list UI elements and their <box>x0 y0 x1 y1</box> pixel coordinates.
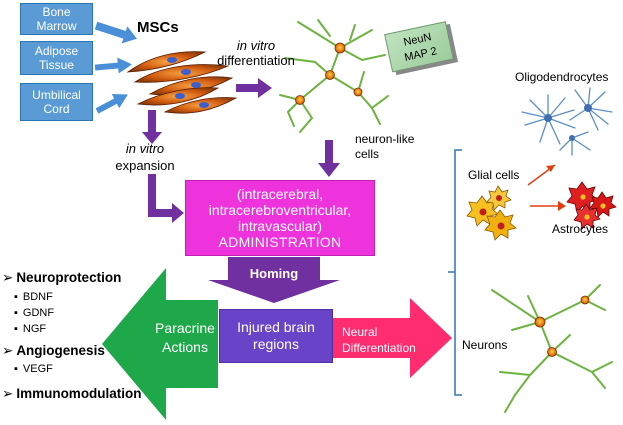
neuron-like-somas <box>295 42 363 105</box>
umbilical-line-1: Umbilical <box>32 88 81 102</box>
neun-map2-card: NeuN MAP 2 <box>384 21 458 76</box>
neural-differentiation-arrow <box>333 298 452 378</box>
oligodendrocytes-illustration <box>521 87 613 156</box>
neurons-label: Neurons <box>462 338 508 352</box>
neuron-like-to-admin-arrow <box>318 140 340 177</box>
vegf-item: VEGF <box>14 363 53 375</box>
mscs-label: MSCs <box>137 19 179 36</box>
expansion-arrow <box>142 110 162 144</box>
umbilical-cord-box: Umbilical Cord <box>20 83 93 121</box>
immunomodulation-heading: Immunomodulation <box>2 386 141 402</box>
marker-card-line-1: NeuN <box>403 31 433 49</box>
astrocytes-label: Astrocytes <box>552 222 609 236</box>
paracrine-arrow <box>102 268 218 420</box>
neural-diff-label-1: Neural <box>342 325 377 339</box>
in-vitro-differentiation-label: in vitro differentiation <box>200 38 312 68</box>
homing-arrow <box>208 257 340 303</box>
glial-cells-label: Glial cells <box>468 168 520 182</box>
neuron-like-line-2: cells <box>355 147 380 161</box>
msc-cell-cluster <box>126 51 238 114</box>
bone-marrow-line-2: Marrow <box>36 19 77 33</box>
source-arrows <box>94 21 137 114</box>
astrocytes-illustration <box>566 181 617 230</box>
in-vitro-diff-line-1: in vitro <box>236 38 276 53</box>
admin-line-1: (intracerebral, <box>236 186 324 202</box>
gdnf-item: GDNF <box>14 307 54 319</box>
neuron-like-line-1: neuron-like <box>355 132 415 146</box>
in-vitro-exp-line-1: in vitro <box>125 141 165 156</box>
bdnf-item: BDNF <box>14 291 53 303</box>
injured-line-1: Injured brain <box>237 319 315 335</box>
injured-brain-regions-box: Injured brain regions <box>219 309 333 363</box>
fate-bracket <box>448 149 462 396</box>
in-vitro-expansion-label: in vitro expansion <box>106 140 184 174</box>
paracrine-label-1: Paracrine <box>155 320 215 336</box>
umbilical-line-2: Cord <box>43 102 70 116</box>
oligodendrocytes-label: Oligodendrocytes <box>515 70 609 84</box>
admin-line-2: intracerebroventricular, <box>208 202 352 218</box>
in-vitro-exp-line-2: expansion <box>115 158 175 173</box>
injured-line-2: regions <box>253 336 299 352</box>
glial-cells-illustration <box>466 185 517 241</box>
paracrine-label-2: Actions <box>162 339 208 355</box>
neuroprotection-heading: Neuroprotection <box>2 270 121 286</box>
neuron-somas <box>534 295 590 357</box>
adipose-line-2: Tissue <box>39 58 74 72</box>
differentiation-arrow <box>236 78 272 98</box>
bone-marrow-line-1: Bone <box>42 5 71 19</box>
administration-box: (intracerebral, intracerebroventricular,… <box>185 180 375 256</box>
adipose-tissue-box: Adipose Tissue <box>20 41 93 75</box>
in-vitro-diff-line-2: differentiation <box>217 53 295 68</box>
neural-diff-label-2: Differentiation <box>342 341 416 355</box>
neuron-like-cells-label: neuron-like cells <box>355 132 414 162</box>
bone-marrow-box: Bone Marrow <box>20 3 93 35</box>
homing-label: Homing <box>250 266 298 281</box>
admin-line-4: ADMINISTRATION <box>218 234 342 250</box>
expansion-to-admin-arrow <box>148 174 184 223</box>
angiogenesis-heading: Angiogenesis <box>2 343 105 359</box>
adipose-line-1: Adipose <box>34 44 79 58</box>
ngf-item: NGF <box>14 323 46 335</box>
admin-line-3: intravascular) <box>237 218 323 234</box>
